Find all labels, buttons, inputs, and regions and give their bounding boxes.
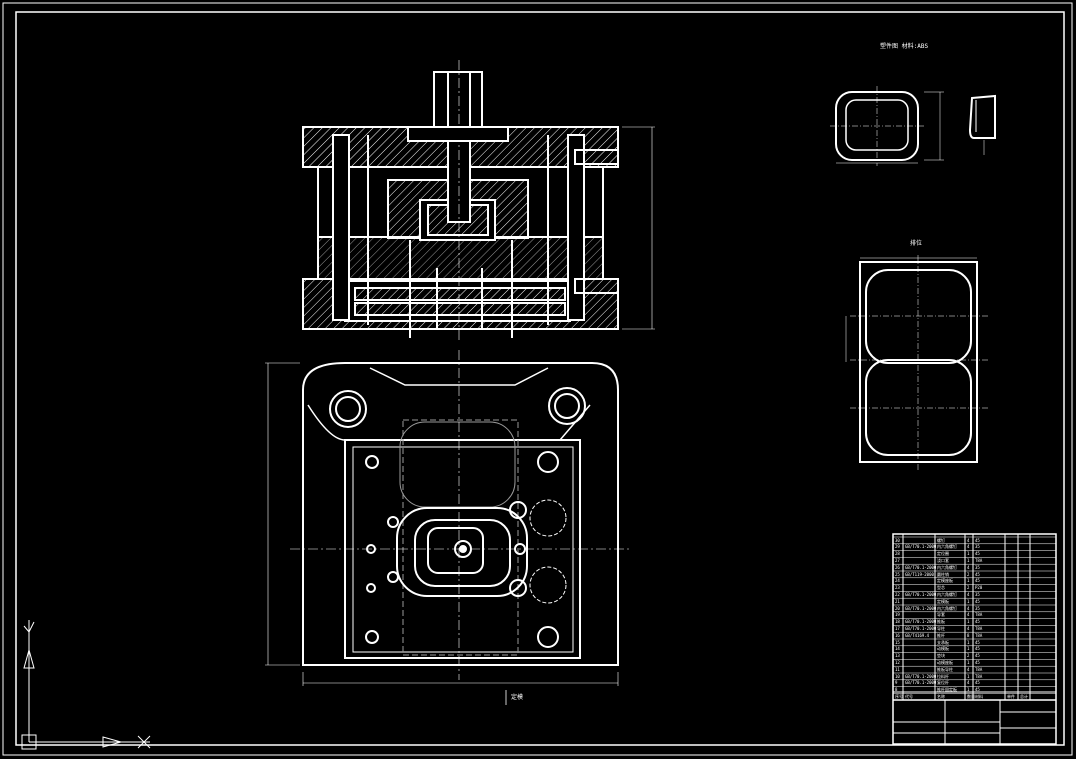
ucs-icon (21, 620, 151, 750)
product-views (830, 86, 996, 166)
plan-view (265, 350, 632, 705)
bom-table (893, 536, 1056, 701)
product-title: 塑件图 材料:ABS (880, 43, 929, 50)
fixed-half-note: 定模 (511, 694, 524, 701)
section-view (302, 60, 655, 340)
cavity-layout-title: 排位 (910, 240, 923, 247)
cavity-layout (845, 255, 990, 470)
ucs-y-label: Y (25, 613, 29, 619)
ucs-x-label: X (153, 738, 157, 744)
